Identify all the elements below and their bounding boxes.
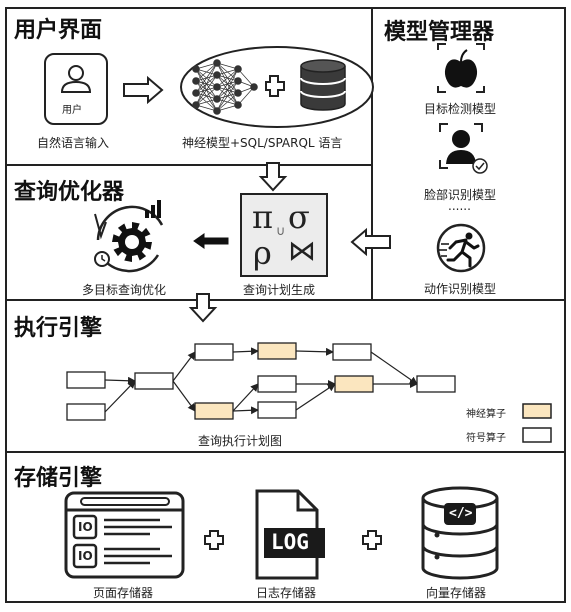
user-icon [44,53,108,125]
plan-edge [295,383,336,411]
plus-icon [265,75,285,97]
solid-arrow-left [193,233,229,249]
page-badge-1: IO [78,520,93,534]
user-interface-title: 用户界面 [14,18,103,43]
action-recognition-caption: 动作识别模型 [424,282,497,296]
storage-engine-panel [5,451,566,603]
hollow-arrow-right [123,75,164,105]
symbol-union: ∪ [276,224,286,239]
execution-plan-graph [66,342,456,421]
vector-storage-caption: 向量存储器 [426,586,487,600]
natural-language-input-caption: 自然语言输入 [37,136,110,150]
legend-label-symbolic: 符号算子 [466,433,506,444]
legend-swatch-symbolic [522,427,552,443]
legend-label-neural: 神经算子 [466,409,506,420]
legend-swatch-neural [522,403,552,419]
symbolic-operator-node [257,375,297,393]
hollow-arrow-down-2 [188,293,218,323]
execution-plan-graph-caption: 查询执行计划图 [198,434,283,448]
hollow-arrow-down-1 [258,162,288,192]
page-storage-caption: 页面存储器 [93,586,154,600]
plus-icon-storage-2 [362,530,382,550]
model-manager-title: 模型管理器 [384,20,495,45]
plan-edge [172,380,196,412]
vector-code-symbol: </> [449,506,473,521]
neural-operator-node [334,375,374,393]
plan-edge [232,383,259,412]
plan-edge [232,406,259,415]
user-icon-label: 用户 [62,105,82,116]
execution-engine-title: 执行引擎 [14,316,103,341]
storage-engine-title: 存储引擎 [14,466,103,491]
neural-operator-node [194,402,234,420]
symbol-pi: π [252,198,274,236]
plan-edge [232,347,259,356]
query-optimizer-title: 查询优化器 [14,180,125,205]
gear-optimize-icon [94,200,164,273]
database-icon [300,59,346,111]
symbolic-operator-node [134,372,174,390]
symbolic-operator-node [257,401,297,419]
symbolic-operator-node [416,375,456,393]
multi-objective-optimization-caption: 多目标查询优化 [82,283,167,297]
more-models-ellipsis: ...... [448,199,471,213]
vector-db-icon [421,486,499,580]
plan-edge [104,380,136,413]
symbolic-operator-node [66,403,106,421]
plan-edge [370,351,418,385]
symbolic-operator-node [332,343,372,361]
page-badge-2: IO [78,549,93,563]
neural-operator-node [257,342,297,360]
object-detection-caption: 目标检测模型 [424,102,497,116]
query-plan-box [240,193,328,277]
plan-edge [172,351,196,382]
hollow-arrow-left [350,227,391,257]
running-person-icon [436,223,486,273]
symbol-sigma: σ [288,198,310,236]
page-storage-icon [64,491,185,579]
face-recognition-caption: 脸部识别模型 [424,188,497,202]
query-plan-generation-caption: 查询计划生成 [243,283,316,297]
plan-edge [104,376,136,385]
face-recognition-icon [439,123,488,174]
neural-net-icon [192,59,258,115]
apple-detect-icon [437,43,485,93]
log-storage-caption: 日志存储器 [256,586,317,600]
symbolic-operator-node [194,343,234,361]
symbolic-operator-node [66,371,106,389]
plan-edge [295,347,334,356]
plus-icon-storage-1 [204,530,224,550]
symbol-rho: ρ [253,234,272,272]
symbol-join: ⋈ [288,234,316,267]
log-file-icon [255,489,325,580]
log-text: LOG [271,530,309,554]
neural-model-sql-caption: 神经模型+SQL/SPARQL 语言 [182,136,343,150]
